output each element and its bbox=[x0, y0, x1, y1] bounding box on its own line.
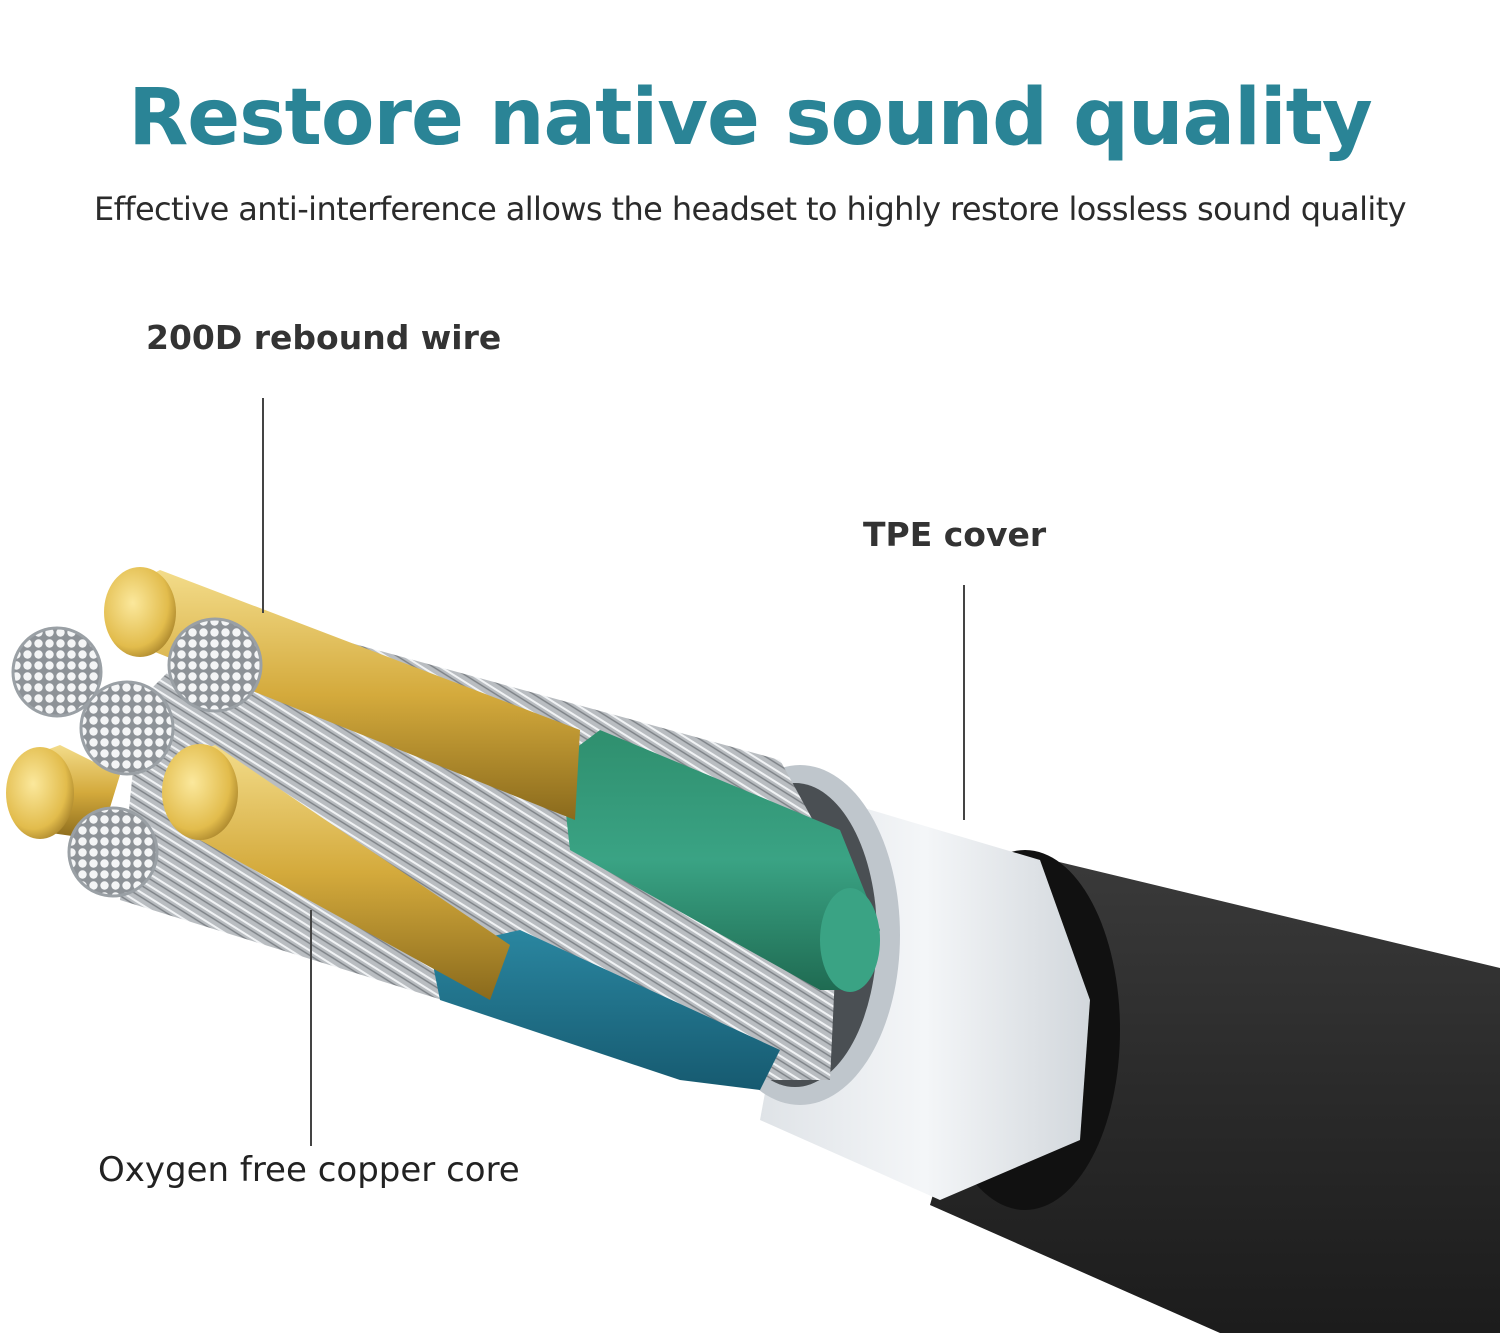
gold-end-top bbox=[104, 567, 176, 657]
strand-end-2 bbox=[79, 680, 175, 776]
page-title: Restore native sound quality bbox=[128, 73, 1373, 163]
rebound-wire-bundle bbox=[120, 610, 840, 1080]
callout-tpe-cover: TPE cover bbox=[863, 515, 1047, 554]
strand-end-1 bbox=[11, 626, 103, 718]
callout-copper-core: Oxygen free copper core bbox=[98, 1150, 520, 1190]
blue-insulation bbox=[430, 930, 780, 1090]
gold-conductor-front bbox=[175, 745, 510, 1000]
leader-rebound-wire bbox=[262, 398, 264, 613]
page-subtitle: Effective anti-interference allows the h… bbox=[94, 190, 1407, 228]
callout-rebound-wire: 200D rebound wire bbox=[146, 318, 502, 357]
strand-end-3 bbox=[167, 617, 263, 713]
leader-tpe-cover bbox=[963, 585, 965, 820]
leader-copper-core bbox=[310, 910, 312, 1146]
gold-end-left bbox=[6, 747, 74, 839]
gold-end-front bbox=[162, 744, 238, 840]
green-insulation bbox=[560, 730, 880, 990]
strand-end-4 bbox=[67, 806, 159, 898]
